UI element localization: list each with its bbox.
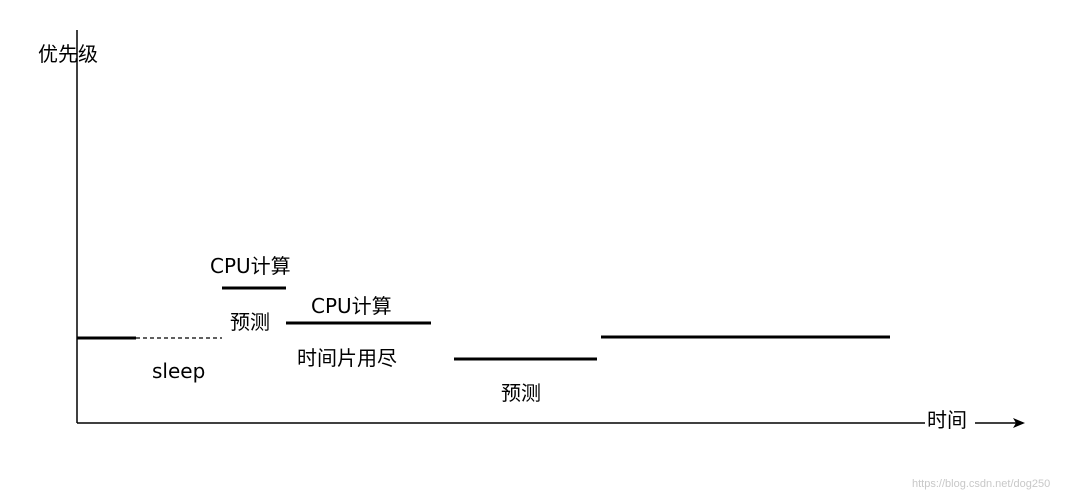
predict-label-2: 预测 — [501, 381, 541, 405]
time-slice-used-up-label: 时间片用尽 — [297, 346, 397, 370]
watermark: https://blog.csdn.net/dog250 — [912, 478, 1051, 490]
y-axis-label: 优先级 — [38, 42, 98, 66]
x-axis-label: 时间 — [927, 408, 967, 432]
sleep-label: sleep — [152, 359, 206, 383]
cpu-compute-label-1: CPU计算 — [210, 254, 291, 278]
cpu-compute-label-2: CPU计算 — [311, 294, 392, 318]
predict-label-1: 预测 — [230, 310, 270, 334]
